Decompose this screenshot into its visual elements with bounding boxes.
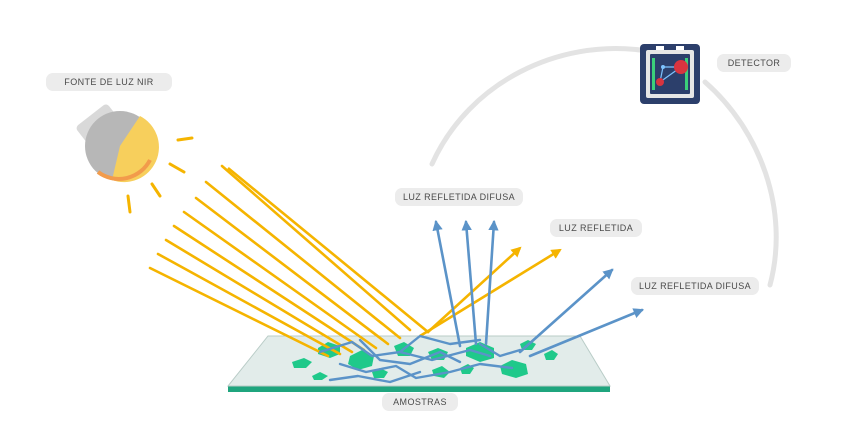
diffuse-reflected-rays	[432, 219, 644, 358]
label-diffuse-reflected-right: LUZ REFLETIDA DIFUSA	[631, 277, 759, 295]
diffuse-scatter-network	[318, 334, 522, 384]
incident-light-beams	[148, 164, 412, 358]
label-samples: AMOSTRAS	[382, 393, 458, 411]
label-reflected-light: LUZ REFLETIDA	[550, 219, 642, 237]
detector-icon	[640, 44, 700, 104]
nir-light-source-icon	[76, 104, 159, 183]
label-diffuse-reflected-top: LUZ REFLETIDA DIFUSA	[395, 188, 523, 206]
light-source-glow-rays	[126, 136, 194, 214]
glass-plate	[226, 335, 611, 392]
label-detector: DETECTOR	[717, 54, 791, 72]
detector-arc	[429, 46, 779, 288]
label-nir-source: FONTE DE LUZ NIR	[46, 73, 172, 91]
